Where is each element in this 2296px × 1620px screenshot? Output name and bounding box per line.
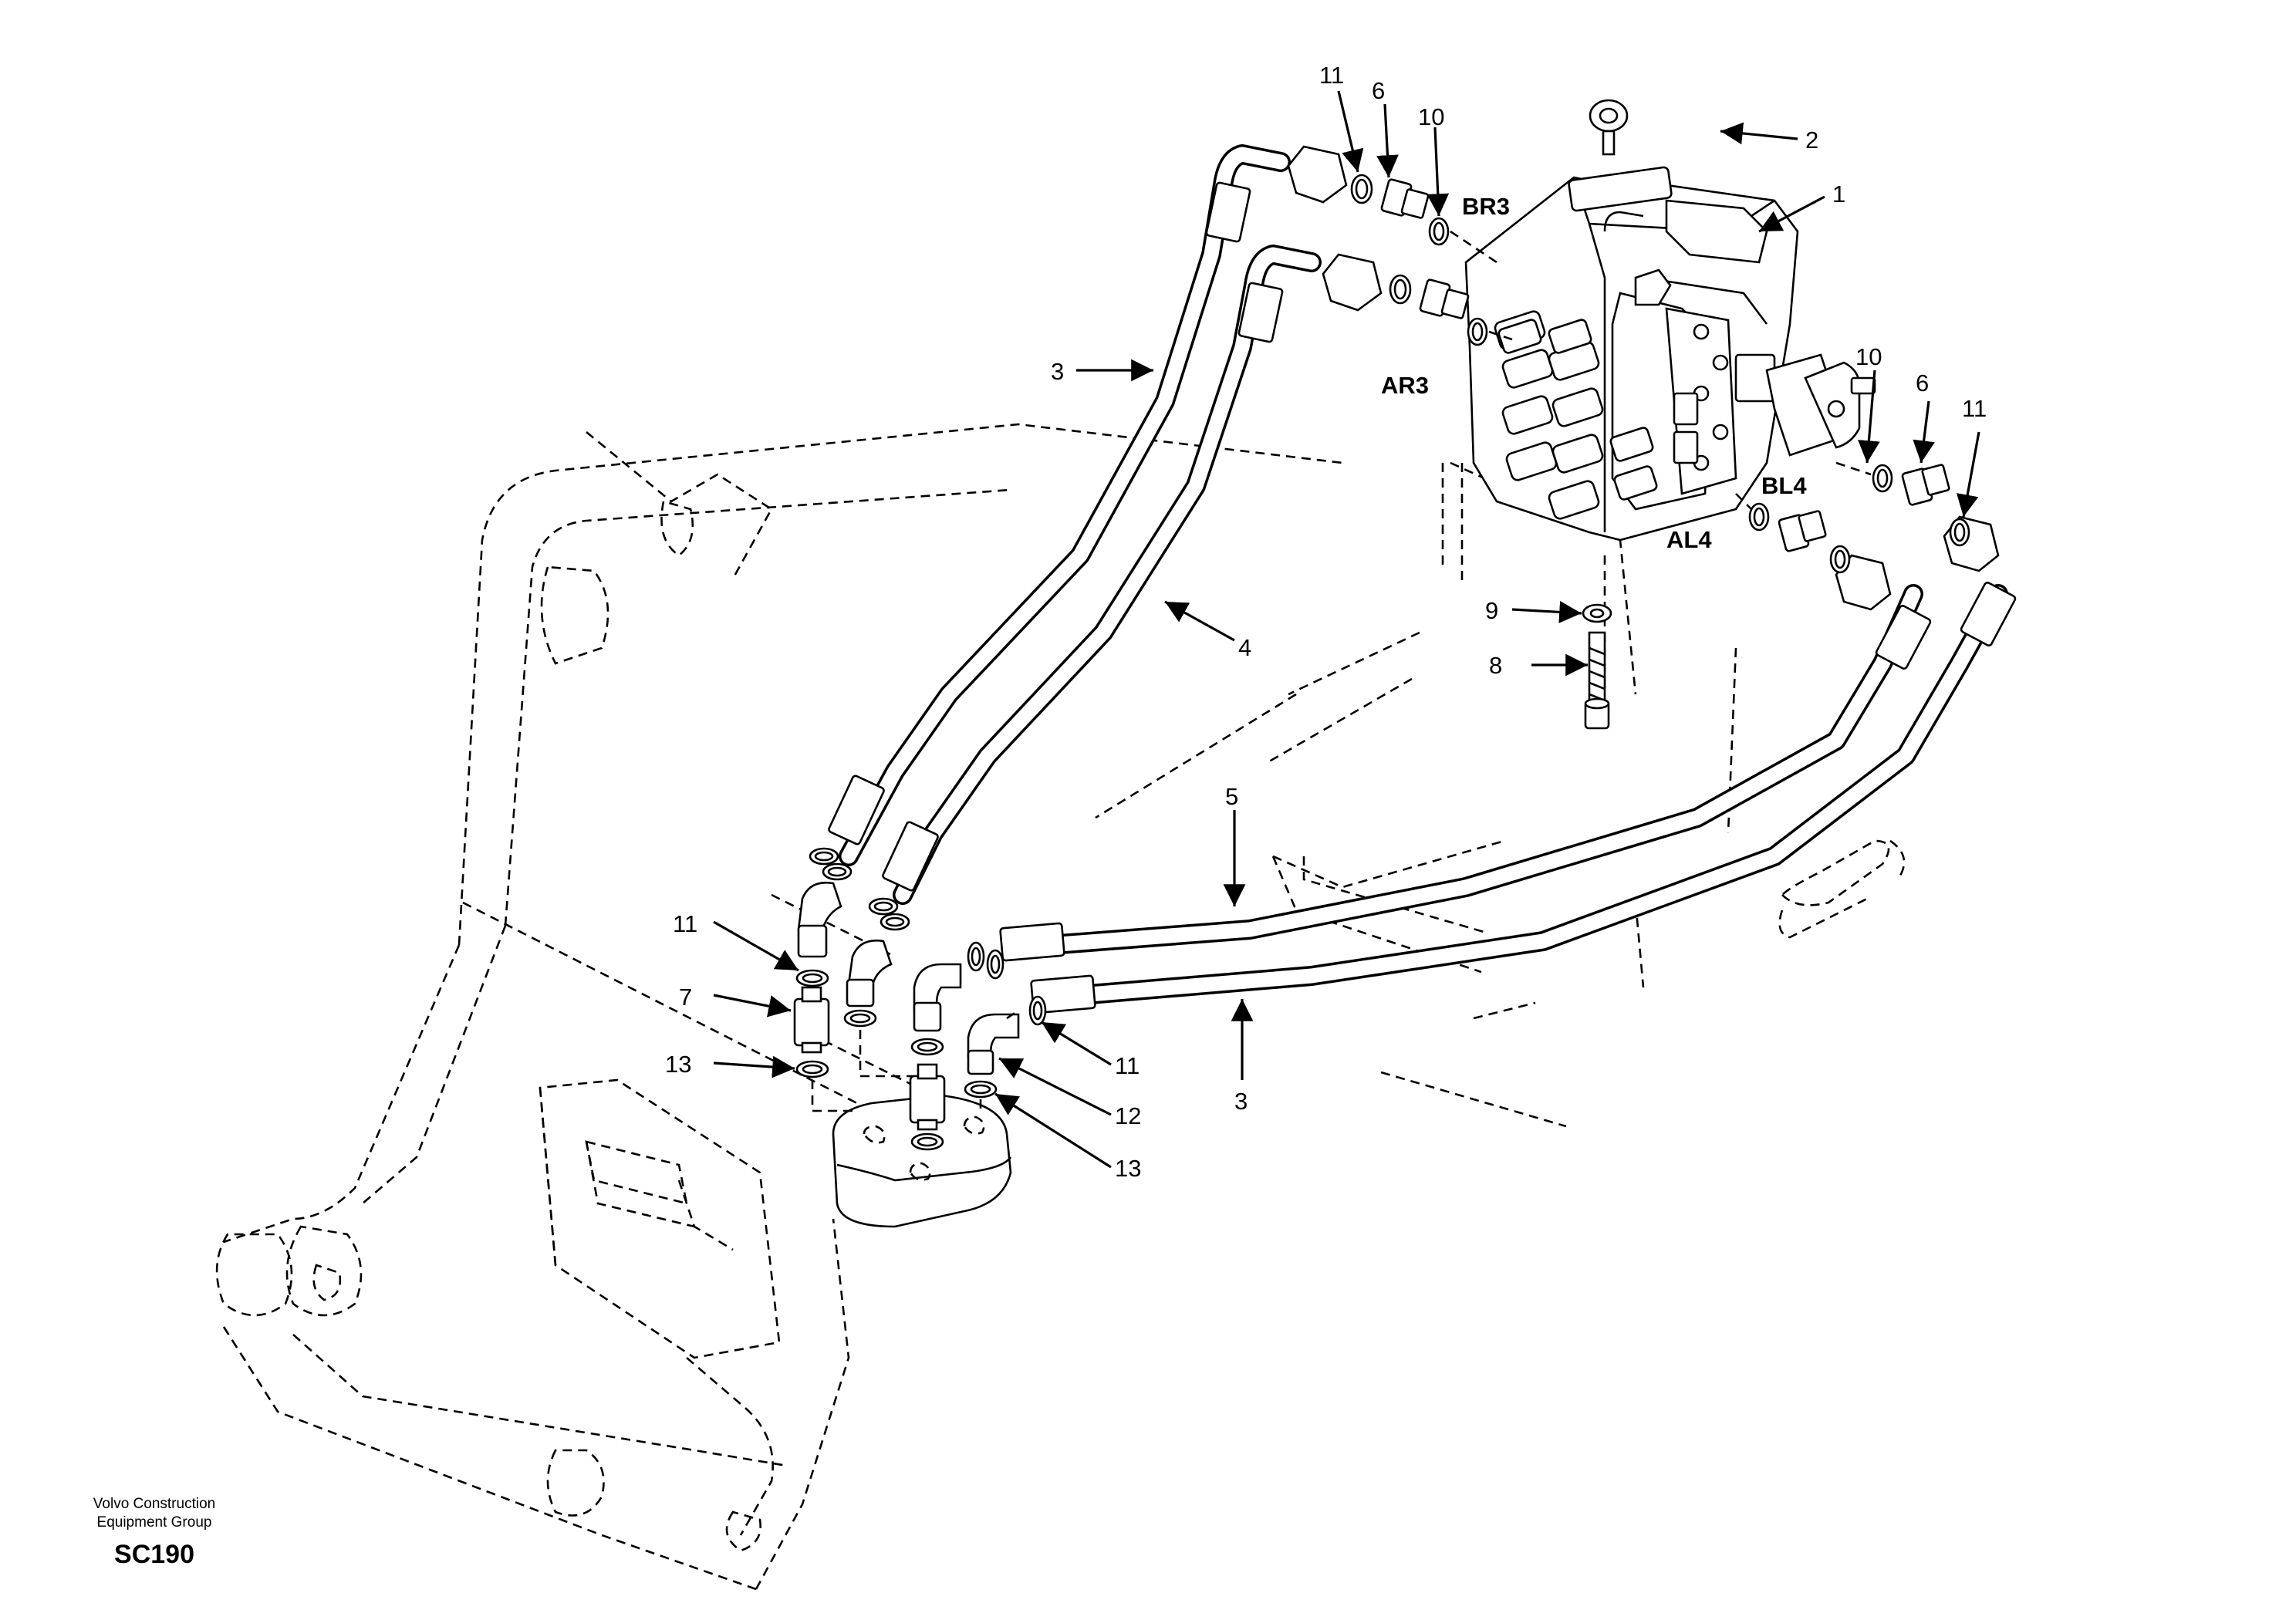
port-bl4: BL4 [1761, 472, 1807, 499]
callout-10-right: 10 [1855, 343, 1882, 370]
hose-3-upper [839, 144, 1291, 866]
port-br3: BR3 [1462, 193, 1510, 220]
callout-3-lower: 3 [1234, 1088, 1248, 1115]
port-ar3: AR3 [1381, 372, 1429, 399]
hose-5 [1039, 584, 1923, 955]
leader-lines [713, 90, 1980, 1169]
hose-fittings [828, 145, 2017, 1014]
drawing-code: SC190 [114, 1540, 194, 1569]
callout-11-upper: 11 [1319, 62, 1344, 89]
company-name-line2: Equipment Group [96, 1514, 212, 1531]
callout-11-left: 11 [673, 910, 697, 937]
callout-7: 7 [679, 984, 692, 1011]
callout-12: 12 [1115, 1102, 1141, 1129]
callout-8: 8 [1489, 652, 1502, 679]
hose-3-lower [1070, 584, 2008, 1005]
callout-9: 9 [1485, 597, 1498, 624]
callout-13-lower: 13 [1115, 1155, 1141, 1182]
control-valve [1464, 166, 1876, 542]
callout-3-upper: 3 [1051, 358, 1064, 385]
callout-1: 1 [1832, 181, 1845, 208]
screw-and-washer [1582, 603, 1612, 730]
upper-left-connectors [1350, 174, 1513, 346]
company-name-line1: Volvo Construction [93, 1496, 216, 1512]
callout-5: 5 [1225, 783, 1238, 810]
lower-connectors [793, 847, 1047, 1151]
footer-credit: Volvo Construction Equipment Group SC190 [31, 1495, 278, 1570]
callout-11-right: 11 [1962, 395, 1987, 422]
port-al4: AL4 [1666, 526, 1712, 553]
hose-4 [893, 245, 1322, 905]
callout-6-upper: 6 [1372, 77, 1385, 104]
eye-bolt [1589, 99, 1629, 156]
callout-11-lower: 11 [1115, 1052, 1140, 1079]
callout-13-left: 13 [665, 1051, 691, 1078]
manifold-block [832, 1094, 1012, 1228]
callout-2: 2 [1805, 127, 1818, 154]
right-connectors [1735, 461, 1970, 574]
port-labels: BR3 AR3 BL4 AL4 [1381, 193, 1807, 553]
callout-4: 4 [1238, 634, 1251, 661]
callout-10-upper: 10 [1418, 103, 1444, 130]
callout-6-right: 6 [1916, 370, 1929, 397]
callout-labels: 1 2 3 3 4 5 6 6 7 8 9 10 10 11 11 11 11 … [665, 62, 1987, 1182]
